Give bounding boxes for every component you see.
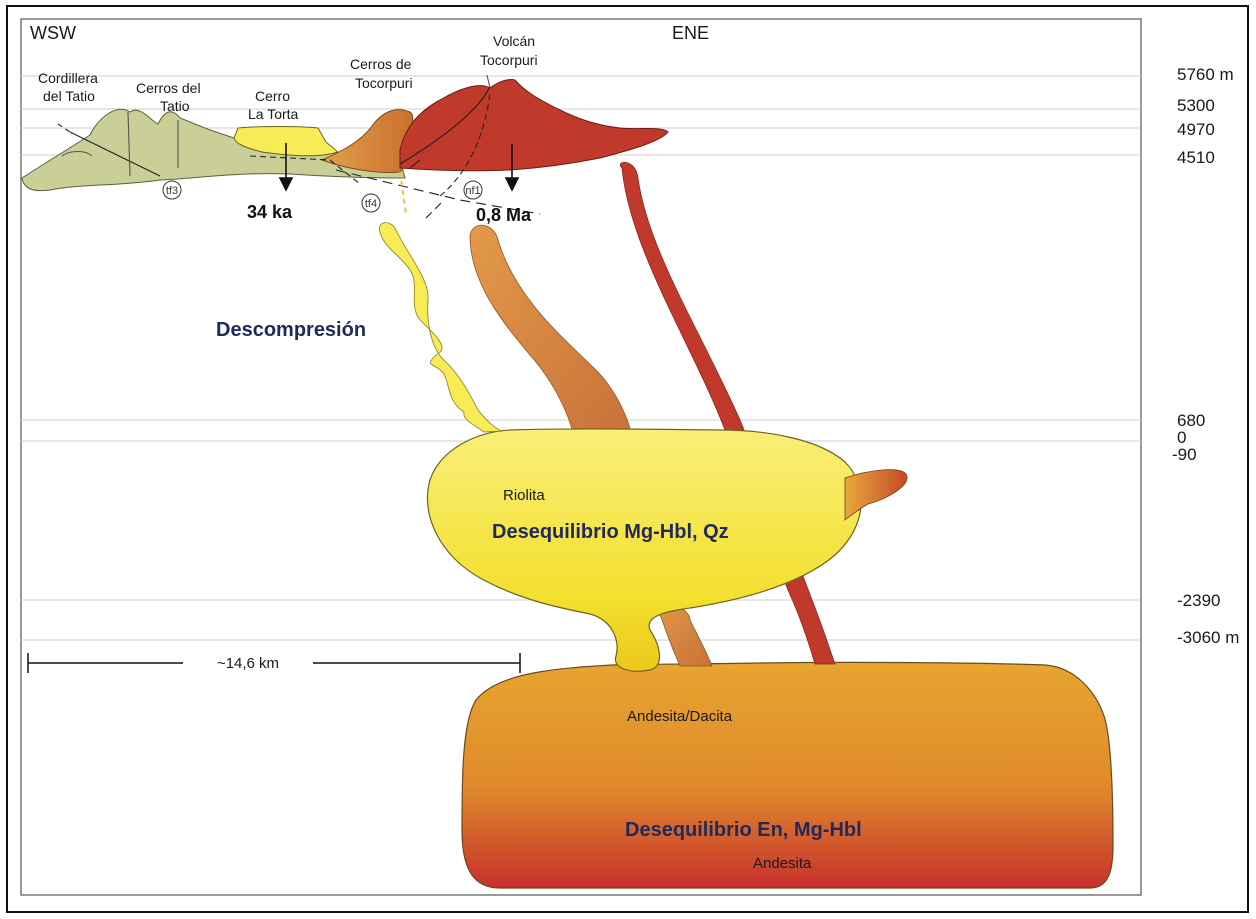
elev-680: 680 [1177,411,1205,430]
rhyolite-conduit [378,222,503,433]
scale-bar-label: ~14,6 km [217,655,279,672]
svg-text:tf4: tf4 [365,198,377,210]
label-cerros-tatio-line2: Tatio [160,98,190,114]
age-tocorpuri: 0,8 Ma [476,205,532,225]
surface-feature-labels: Cordillera del Tatio Cerros del Tatio Ce… [38,33,538,122]
scale-bar [27,653,521,673]
label-cerros-tatio-line1: Cerros del [136,80,201,96]
label-la-torta-line1: Cerro [255,88,290,104]
andesite-reservoir [461,661,1114,889]
fault-marker-tf4: tf4 [361,193,381,213]
age-arrow-tocorpuri [504,144,520,192]
andesite-dacite-label: Andesita/Dacita [627,708,733,725]
label-cerros-tocorpuri-line2: Tocorpuri [355,75,413,91]
elev-minus-90: -90 [1172,445,1197,464]
elevation-scale: 5760 m 5300 4970 4510 680 0 -90 -2390 -3… [1172,65,1239,647]
direction-wsw: WSW [30,23,76,43]
andesite-disequilibrium-label: Desequilibrio En, Mg-Hbl [625,819,862,841]
svg-text:nf1: nf1 [465,185,480,197]
volcan-tocorpuri [399,79,669,172]
age-arrow-la-torta [278,143,294,192]
elev-4510: 4510 [1177,148,1215,167]
orange-dike [469,224,633,441]
label-cerros-tocorpuri-line1: Cerros de [350,56,412,72]
label-volcan-line1: Volcán [493,33,535,49]
la-torta-dome [233,126,340,157]
label-cordillera-line1: Cordillera [38,70,98,86]
rhyolite-disequilibrium-label: Desequilibrio Mg-Hbl, Qz [492,521,729,543]
svg-text:tf3: tf3 [166,185,178,197]
fault-lines [57,74,541,219]
elev-5760: 5760 m [1177,65,1234,84]
age-la-torta: 34 ka [247,202,293,222]
fault-marker-tf3: tf3 [162,180,182,200]
decompression-label: Descompresión [216,319,366,341]
elev-minus-3060: -3060 m [1177,628,1239,647]
side-magma-blob [844,469,908,521]
elev-5300: 5300 [1177,96,1215,115]
rhyolite-reservoir [426,428,862,672]
label-la-torta-line2: La Torta [248,106,299,122]
fault-marker-nf1: nf1 [463,180,483,200]
elev-0: 0 [1177,428,1186,447]
elev-minus-2390: -2390 [1177,591,1220,610]
elev-4970: 4970 [1177,120,1215,139]
dike-trace [399,171,407,215]
label-cordillera-line2: del Tatio [43,88,95,104]
andesite-label: Andesita [753,855,812,872]
rhyolite-label: Riolita [503,487,545,504]
label-volcan-line2: Tocorpuri [480,52,538,68]
direction-ene: ENE [672,23,709,43]
